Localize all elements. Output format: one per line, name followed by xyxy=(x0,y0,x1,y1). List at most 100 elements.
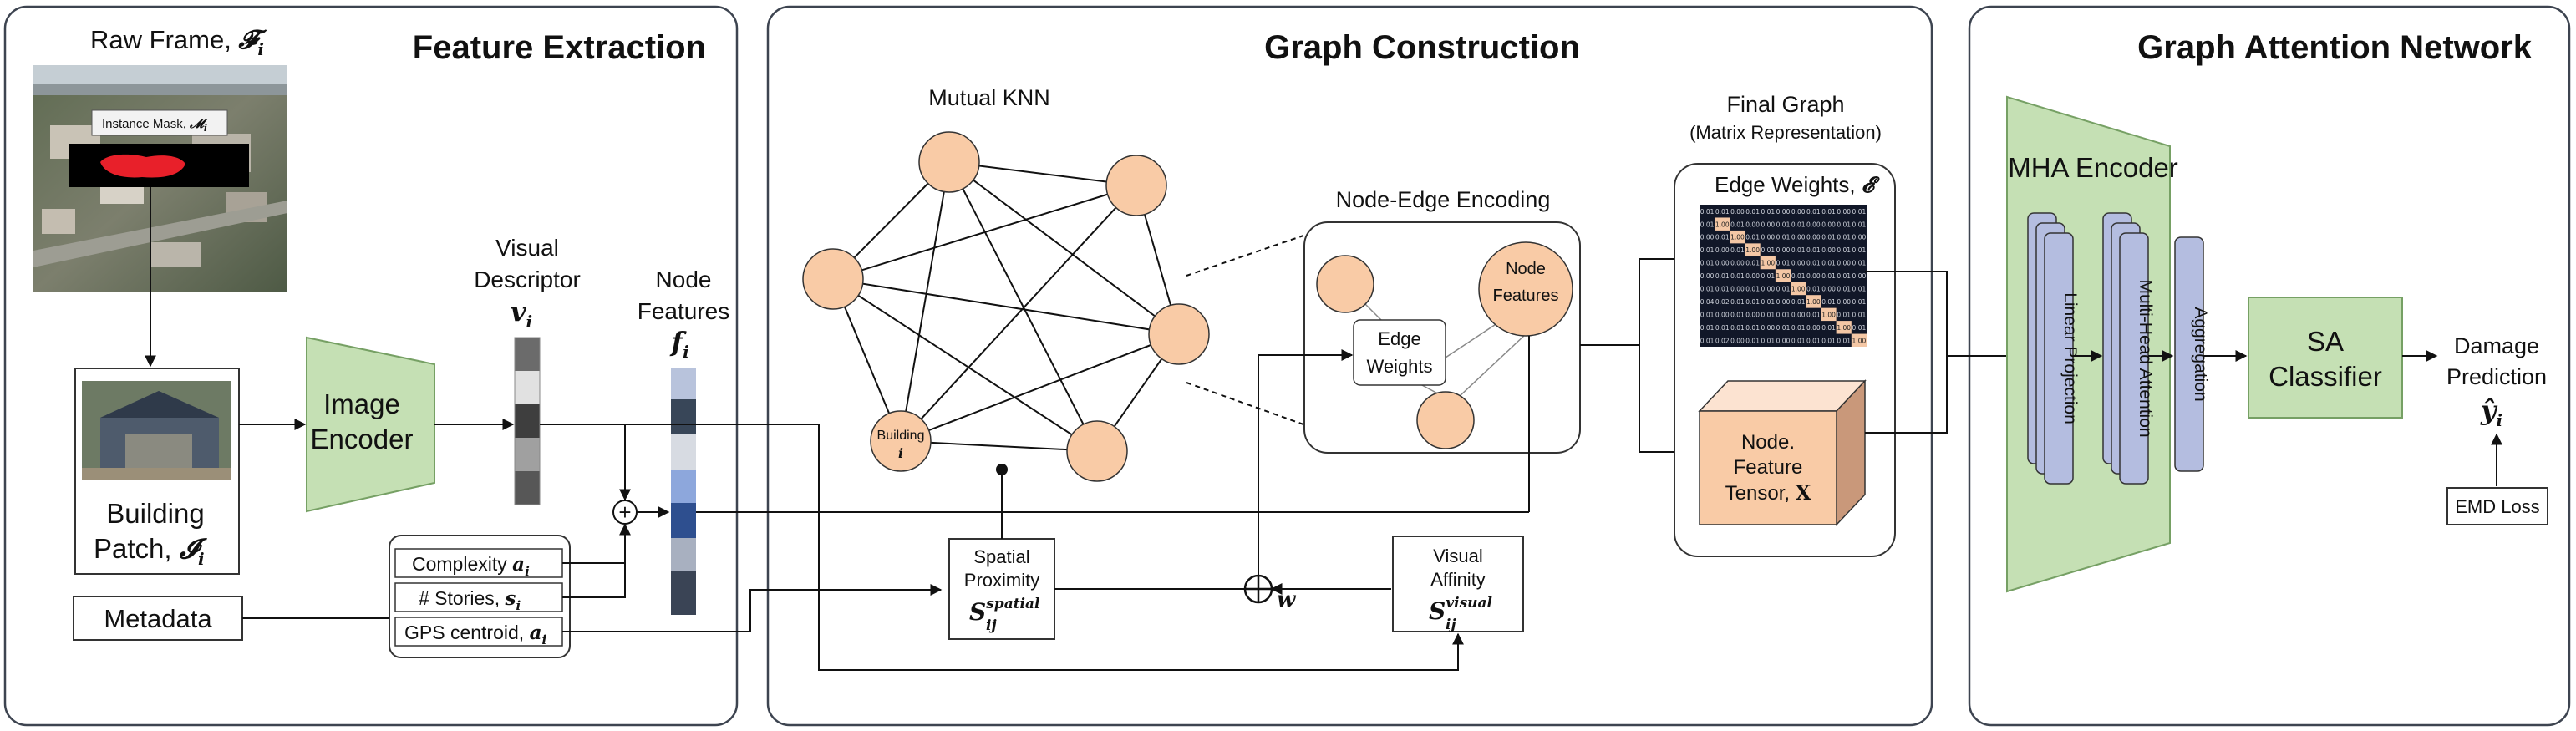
node-features-symbol: fi xyxy=(669,326,688,362)
matrix-highlight-cell xyxy=(1760,256,1776,270)
node-tensor-label-1: Node. xyxy=(1741,431,1795,454)
matrix-cell: 0.00 xyxy=(1745,221,1760,228)
instance-mask-label: Instance Mask, 𝓜i xyxy=(102,116,208,134)
multi-head-attention-stack xyxy=(2102,212,2149,485)
matrix-cell: 0.01 xyxy=(1791,298,1806,306)
spatial-proximity-box xyxy=(948,538,1055,640)
linear-projection-label: Linear Projection xyxy=(2060,292,2080,424)
encoding-node-features-label-1: Node xyxy=(1506,260,1546,278)
matrix-cell: 0.01 xyxy=(1837,234,1851,241)
matrix-cell: 0.00 xyxy=(1776,208,1791,216)
multi-head-attention-label: Multi-Head Attention xyxy=(2136,279,2155,437)
complexity-label: Complexity ai xyxy=(412,553,530,579)
knn-node xyxy=(1148,303,1210,365)
visual-affinity-symbol: Svisual xyxy=(1429,595,1493,625)
matrix-cell: 0.01 xyxy=(1776,324,1791,332)
matrix-cell: 0.01 xyxy=(1745,260,1760,267)
matrix-cell: 0.01 xyxy=(1806,246,1821,254)
matrix-cell: 0.00 xyxy=(1700,272,1715,280)
mutual-knn-graph: Building i xyxy=(802,131,1210,482)
building-patch-label-2: Patch, 𝓘i xyxy=(94,532,208,569)
matrix-highlight-cell xyxy=(1806,295,1821,308)
encoding-node-features xyxy=(1478,241,1573,337)
matrix-cell: 0.00 xyxy=(1776,246,1791,254)
matrix-cell: 0.01 xyxy=(1852,246,1867,254)
matrix-cell: 0.01 xyxy=(1806,337,1821,344)
weight-w-label: w xyxy=(1277,587,1297,612)
node-tensor-label-3: Tensor, X xyxy=(1725,480,1811,505)
building-i-label: Building xyxy=(877,429,925,443)
matrix-highlight-cell xyxy=(1821,307,1837,322)
matrix-cell: 0.01 xyxy=(1745,234,1760,241)
matrix-cell: 0.01 xyxy=(1821,260,1836,267)
mha-encoder-label: MHA Encoder xyxy=(2008,152,2178,183)
matrix-cell: 0.01 xyxy=(1761,246,1775,254)
matrix-cell: 0.00 xyxy=(1837,260,1851,267)
matrix-cell: 0.01 xyxy=(1821,234,1836,241)
matrix-cell: 0.01 xyxy=(1791,272,1806,280)
matrix-cell: 0.00 xyxy=(1791,208,1806,216)
matrix-cell: 0.01 xyxy=(1837,311,1851,318)
matrix-cell: 1.00 xyxy=(1791,286,1806,293)
damage-prediction-symbol: ŷi xyxy=(2480,394,2502,430)
complexity-box xyxy=(394,548,563,578)
matrix-highlight-cell xyxy=(1715,217,1730,231)
matrix-highlight-cell xyxy=(1791,282,1806,296)
damage-prediction-label-2: Prediction xyxy=(2446,364,2547,389)
matrix-highlight-cell xyxy=(1836,321,1852,334)
matrix-cell: 0.00 xyxy=(1806,221,1821,228)
feature-extraction-panel xyxy=(3,5,739,727)
matrix-cell: 0.00 xyxy=(1791,260,1806,267)
graph-attention-title: Graph Attention Network xyxy=(2137,29,2533,66)
matrix-cell: 0.00 xyxy=(1852,272,1867,280)
matrix-cell: 0.00 xyxy=(1730,208,1745,216)
matrix-cell: 0.00 xyxy=(1821,286,1836,293)
matrix-cell: 0.00 xyxy=(1745,272,1760,280)
matrix-cell: 0.01 xyxy=(1776,234,1791,241)
matrix-cell: 0.00 xyxy=(1776,298,1791,306)
matrix-cell: 0.01 xyxy=(1806,286,1821,293)
matrix-cell: 0.01 xyxy=(1715,272,1730,280)
matrix-cell: 0.01 xyxy=(1852,324,1867,332)
matrix-cell: 0.00 xyxy=(1776,337,1791,344)
graph-attention-panel xyxy=(1968,5,2571,727)
matrix-cell: 0.01 xyxy=(1761,337,1775,344)
matrix-cell: 0.01 xyxy=(1730,221,1745,228)
emd-loss-label: EMD Loss xyxy=(2455,496,2539,517)
node-feature-tensor xyxy=(1698,379,1867,526)
matrix-cell: 0.01 xyxy=(1776,311,1791,318)
metadata-box xyxy=(73,596,243,641)
matrix-cell: 0.01 xyxy=(1730,311,1745,318)
encoding-node-features-label-2: Features xyxy=(1493,287,1559,305)
junction-dot xyxy=(996,464,1008,475)
matrix-cell: 0.00 xyxy=(1791,311,1806,318)
matrix-cell: 0.00 xyxy=(1837,208,1851,216)
edge-weights-box xyxy=(1353,319,1446,386)
matrix-cell: 0.01 xyxy=(1852,260,1867,267)
image-encoder xyxy=(306,336,435,513)
matrix-highlight-cell xyxy=(1851,333,1867,347)
building-patch-image xyxy=(82,381,231,480)
knn-node xyxy=(1066,420,1128,482)
matrix-cell: 0.00 xyxy=(1806,324,1821,332)
matrix-cell: 0.01 xyxy=(1791,337,1806,344)
matrix-cell: 0.00 xyxy=(1852,234,1867,241)
matrix-cell: 0.00 xyxy=(1730,260,1745,267)
matrix-cell: 0.00 xyxy=(1715,260,1730,267)
visual-descriptor-vector xyxy=(514,337,541,505)
knn-node xyxy=(918,131,980,193)
matrix-cell: 0.01 xyxy=(1806,208,1821,216)
matrix-cell: 0.01 xyxy=(1837,272,1851,280)
edge-weights-title: Edge Weights, 𝓔 xyxy=(1715,172,1881,198)
matrix-cell: 0.02 xyxy=(1715,337,1730,344)
matrix-cell: 0.00 xyxy=(1821,246,1836,254)
knn-node xyxy=(802,248,864,310)
matrix-cell: 0.01 xyxy=(1821,337,1836,344)
final-graph-label: Final Graph xyxy=(1726,92,1844,117)
raw-frame-label: Raw Frame, 𝓕i xyxy=(90,25,267,59)
image-encoder-label-1: Image xyxy=(323,388,400,419)
aggregation-block xyxy=(2174,236,2204,472)
gps-box xyxy=(394,617,563,647)
matrix-cell: 0.01 xyxy=(1730,298,1745,306)
